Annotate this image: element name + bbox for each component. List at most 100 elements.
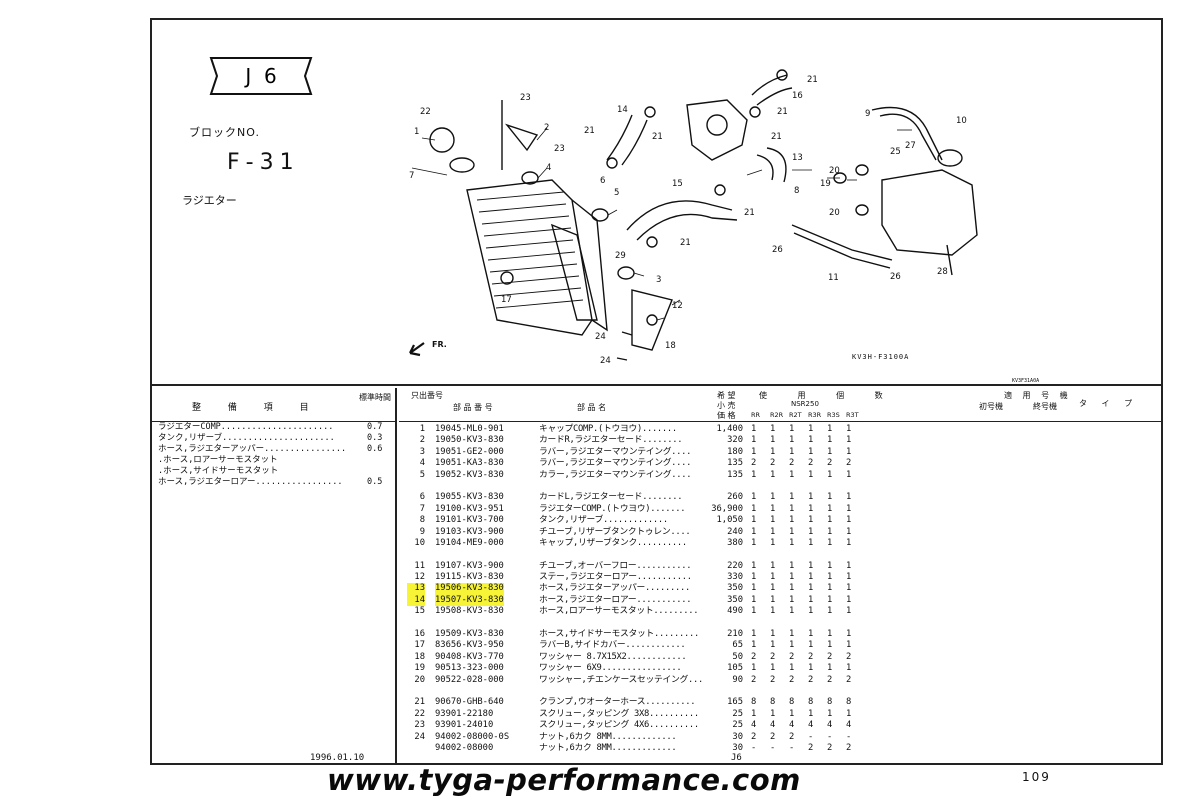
block-number-label: ブロックNO. — [189, 126, 260, 139]
part-price: 210 — [727, 629, 743, 640]
usage-qty: 1 — [827, 640, 833, 651]
callout-10: 10 — [956, 116, 967, 126]
part-price: 25 — [732, 720, 743, 731]
part-number: 94002-08000 — [435, 742, 494, 753]
ref-number: 20 — [414, 674, 425, 685]
usage-qty: 1 — [789, 515, 795, 526]
service-op-text: ラジエターCOMP...................... — [158, 422, 334, 432]
page-number: 109 — [1022, 770, 1051, 784]
ref-number: 21 — [414, 697, 425, 708]
usage-qty: 1 — [751, 424, 757, 434]
variant-header: RR — [751, 411, 761, 419]
usage-qty: 1 — [751, 572, 757, 583]
usage-qty: 1 — [808, 435, 814, 446]
usage-qty: 1 — [751, 446, 757, 457]
callout-numbers: 1 2 3 4 5 6 7 8 9 10 11 12 13 14 15 16 1… — [409, 75, 967, 366]
service-op-row: .ホース,サイドサーモスタット — [152, 466, 395, 477]
front-label: FR. — [432, 340, 447, 349]
usage-qty: 2 — [827, 742, 833, 753]
usage-qty: 1 — [846, 446, 852, 457]
block-badge-frame: J 6 — [209, 57, 313, 95]
usage-qty: - — [808, 731, 814, 742]
usage-qty: 1 — [789, 503, 795, 514]
callout-21-f: 21 — [744, 208, 755, 218]
part-name: ナット,6カク 8MM............. — [539, 731, 677, 742]
part-number: 19051-GE2-000 — [435, 446, 504, 457]
callout-15: 15 — [672, 179, 683, 189]
usage-qty: 2 — [846, 651, 852, 662]
usage-qty: 2 — [751, 458, 757, 469]
part-price: 30 — [732, 742, 743, 753]
part-price: 105 — [727, 663, 743, 674]
part-number: 19115-KV3-830 — [435, 572, 504, 583]
hose-15 — [626, 200, 738, 241]
part-name: ワッシャー 8.7X15X2............ — [539, 651, 687, 662]
usage-qty: 1 — [808, 446, 814, 457]
usage-qty: 1 — [751, 537, 757, 548]
usage-qty: 1 — [751, 435, 757, 446]
usage-qty: 1 — [827, 537, 833, 548]
usage-qty: 1 — [789, 640, 795, 651]
part-name: タンク,リザーブ............. — [539, 515, 668, 526]
callout-20-a: 20 — [829, 166, 840, 176]
callout-22: 22 — [420, 107, 431, 117]
service-item-header: 整 備 項 目 — [192, 403, 321, 413]
usage-qty: 1 — [770, 663, 776, 674]
usage-qty: 1 — [770, 503, 776, 514]
parts-catalog-page: J 6 ブロックNO. F-31 ラジエター — [150, 18, 1163, 765]
usage-qty: 1 — [789, 560, 795, 571]
type-header: タ イ プ — [1079, 399, 1139, 408]
part-price: 25 — [732, 708, 743, 719]
part-name: ステー,ラジエターロアー........... — [539, 572, 692, 583]
service-op-row: ラジエターCOMP...................... 0.7 — [152, 422, 395, 433]
usage-qty: 2 — [808, 742, 814, 753]
usage-qty: 1 — [751, 708, 757, 719]
part-name: ホース,ラジエターアッパー......... — [539, 583, 690, 594]
usage-qty: 1 — [827, 572, 833, 583]
usage-qty: 1 — [827, 708, 833, 719]
service-op-time: 0.6 — [367, 444, 383, 454]
ref-number: 9 — [419, 526, 425, 537]
callout-24-a: 24 — [595, 332, 606, 342]
part-price: 490 — [727, 606, 743, 617]
usage-qty: 1 — [751, 663, 757, 674]
block-name: ラジエター — [182, 194, 237, 207]
part-number: 19055-KV3-830 — [435, 492, 504, 503]
part-price: 1,050 — [716, 515, 743, 526]
filler-neck — [449, 157, 475, 173]
callout-23-a: 23 — [520, 93, 531, 103]
callout-1: 1 — [414, 127, 419, 137]
part-price: 320 — [727, 435, 743, 446]
usage-qty: 1 — [846, 435, 852, 446]
radiator-fins — [476, 191, 584, 309]
usage-qty: 1 — [808, 663, 814, 674]
usage-qty: 1 — [808, 469, 814, 480]
usage-qty: 2 — [827, 458, 833, 469]
usage-qty: 1 — [846, 640, 852, 651]
service-op-time: 0.7 — [367, 422, 383, 432]
part-price: 30 — [732, 731, 743, 742]
service-op-row: タンク,リザーブ......................0.3 — [152, 433, 395, 444]
usage-qty: 2 — [846, 742, 852, 753]
ref-no-header: 只出番号 — [411, 391, 443, 400]
part-name: ホース,ラジエターロアー........... — [539, 594, 692, 605]
service-op-time: 0.3 — [367, 433, 383, 443]
usage-qty: 1 — [846, 708, 852, 719]
usage-qty: 4 — [827, 720, 833, 731]
callout-26-a: 26 — [772, 245, 783, 255]
ref-number: 16 — [414, 629, 425, 640]
callout-14: 14 — [617, 105, 628, 115]
callout-28: 28 — [937, 267, 948, 277]
nut-24-a — [621, 331, 633, 336]
part-number: 19507-KV3-830 — [435, 594, 504, 607]
